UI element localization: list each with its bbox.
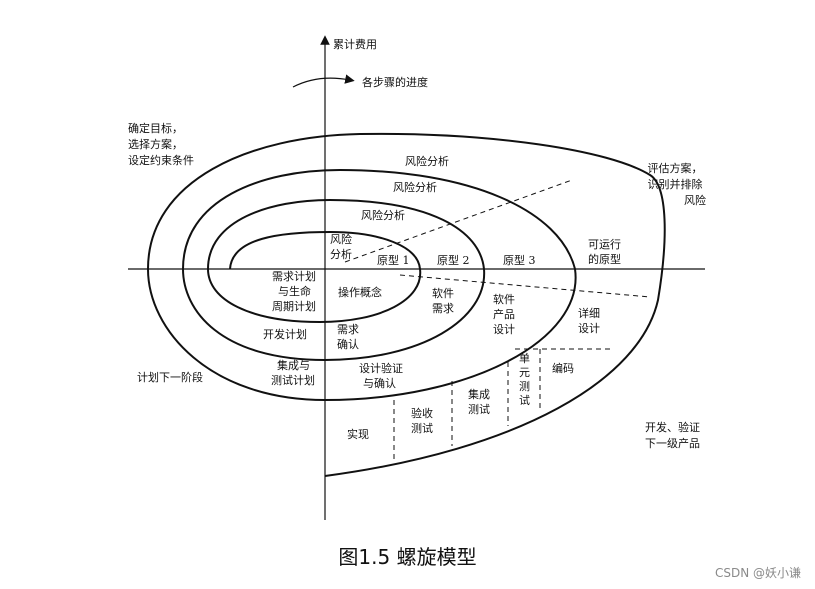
design-verify-line: 设计验证 <box>359 361 403 375</box>
implementation: 实现 <box>347 427 369 441</box>
requirements-plan-line: 需求计划 <box>272 270 316 283</box>
label-develop: 开发、验证 下一级产品 <box>645 420 704 450</box>
progress-label: 各步骤的进度 <box>362 75 428 89</box>
label-evaluate-line: 识别并排除 <box>648 177 703 191</box>
label-develop-line: 下一级产品 <box>645 436 700 450</box>
operational-prototype: 可运行 的原型 <box>588 238 625 266</box>
coding: 编码 <box>552 361 574 375</box>
unit-test-line: 单 <box>519 352 530 365</box>
prototype-2: 原型 2 <box>437 253 470 267</box>
spiral-loop-1 <box>207 230 422 324</box>
unit-test-line: 试 <box>519 394 530 407</box>
spiral-loop-4 <box>147 132 666 477</box>
requirements-confirm-line: 确认 <box>337 338 359 351</box>
unit-test: 单 元 测 试 <box>519 352 534 407</box>
figure-caption: 图1.5 螺旋模型 <box>338 545 477 569</box>
label-objectives-line: 选择方案， <box>128 137 183 151</box>
product-design-line: 软件 <box>493 292 515 306</box>
software-requirements-line: 软件 <box>432 286 454 300</box>
operational-prototype-line: 可运行 <box>588 238 621 251</box>
detailed-design-line: 详细 <box>578 306 600 320</box>
integration-test: 集成 测试 <box>468 387 494 416</box>
detailed-design-line: 设计 <box>578 322 600 335</box>
integration-plan: 集成与 测试计划 <box>271 358 315 387</box>
label-objectives-line: 确定目标， <box>128 121 183 135</box>
risk-analysis-center-line: 分析 <box>330 247 352 261</box>
spiral-loop-3 <box>147 168 577 402</box>
unit-test-line: 测 <box>519 380 530 393</box>
operational-prototype-line: 的原型 <box>588 252 621 266</box>
dashed-dividers <box>344 179 651 462</box>
software-requirements: 软件 需求 <box>432 286 458 315</box>
prototype-diagonal <box>399 274 651 298</box>
label-evaluate-line: 评估方案， <box>648 161 703 175</box>
risk-analysis-center: 风险 分析 <box>330 232 356 261</box>
product-design-line: 产品 <box>493 307 515 321</box>
requirements-plan: 需求计划 与生命 周期计划 <box>272 270 320 313</box>
requirements-confirm-line: 需求 <box>337 323 359 336</box>
unit-test-line: 元 <box>519 366 530 379</box>
requirements-plan-line: 与生命 <box>278 284 311 298</box>
acceptance-test-line: 验收 <box>411 406 433 420</box>
label-develop-line: 开发、验证 <box>645 420 700 434</box>
risk-diagonal <box>344 179 573 263</box>
label-evaluate: 评估方案， 识别并排除 风险 <box>648 161 707 207</box>
product-design: 软件 产品 设计 <box>493 292 519 336</box>
software-requirements-line: 需求 <box>432 302 454 315</box>
risk-analysis-inner: 风险分析 <box>361 208 405 222</box>
integration-plan-line: 测试计划 <box>271 374 315 387</box>
risk-analysis-middle: 风险分析 <box>393 180 437 194</box>
detailed-design: 详细 设计 <box>578 306 604 335</box>
spiral <box>147 132 666 477</box>
integration-test-line: 测试 <box>468 403 490 416</box>
label-plan-next: 计划下一阶段 <box>137 370 203 384</box>
acceptance-test: 验收 测试 <box>411 406 437 435</box>
dev-plan: 开发计划 <box>263 327 307 341</box>
label-objectives-line: 设定约束条件 <box>128 153 194 167</box>
risk-analysis-center-line: 风险 <box>330 232 352 246</box>
spiral-loop-2 <box>182 198 486 362</box>
design-verify: 设计验证 与确认 <box>359 361 407 390</box>
product-design-line: 设计 <box>493 323 515 336</box>
progress-arrow <box>292 74 355 88</box>
y-axis-label: 累计费用 <box>333 38 377 51</box>
acceptance-test-line: 测试 <box>411 422 433 435</box>
design-verify-line: 与确认 <box>363 377 396 390</box>
axes <box>128 35 705 520</box>
prototype-3: 原型 3 <box>503 253 536 267</box>
risk-analysis-outer: 风险分析 <box>405 154 449 168</box>
requirements-plan-line: 周期计划 <box>272 300 316 313</box>
requirements-confirm: 需求 确认 <box>337 323 363 351</box>
label-evaluate-line: 风险 <box>684 193 706 207</box>
integration-plan-line: 集成与 <box>277 358 310 372</box>
integration-test-line: 集成 <box>468 387 490 401</box>
label-objectives: 确定目标， 选择方案， 设定约束条件 <box>128 121 194 167</box>
watermark: CSDN @妖小谦 <box>714 566 801 580</box>
operation-concept: 操作概念 <box>338 285 382 299</box>
prototype-1: 原型 1 <box>377 253 410 267</box>
